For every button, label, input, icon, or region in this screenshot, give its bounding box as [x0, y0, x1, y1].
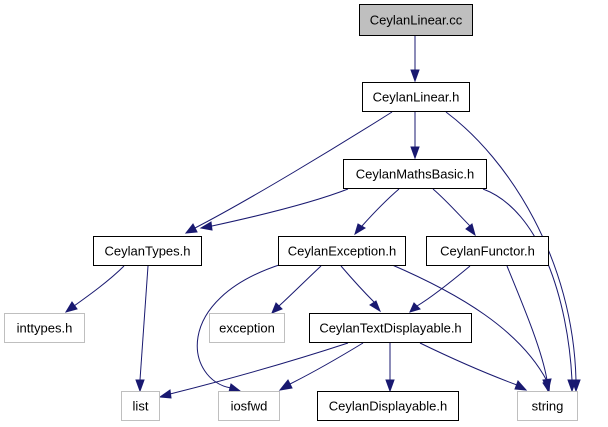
edge-line	[340, 265, 375, 303]
node-label: CeylanTextDisplayable.h	[319, 321, 461, 336]
arrowhead	[199, 221, 213, 231]
edge-line	[169, 342, 349, 395]
node-box	[209, 313, 285, 343]
edge-ceylan-types-h-to-list	[135, 265, 149, 393]
node-box	[317, 391, 459, 421]
node-label: CeylanTypes.h	[105, 244, 191, 259]
edge-line	[506, 265, 548, 381]
node-ceylan-text-displayable-h[interactable]: CeylanTextDisplayable.h	[309, 313, 472, 343]
arrowhead	[271, 302, 283, 314]
edge-ceylan-functor-h-to-ceylan-text-displayable-h	[409, 265, 471, 313]
edge-ceylan-exception-h-to-exception	[271, 265, 322, 314]
edge-ceylan-text-displayable-h-to-ceylan-displayable-h	[385, 343, 395, 393]
edge-line	[278, 265, 322, 307]
node-box	[121, 391, 160, 421]
edge-line	[139, 265, 149, 381]
node-box	[309, 313, 472, 343]
node-list: list	[121, 391, 160, 421]
node-ceylan-linear-cc[interactable]: CeylanLinear.cc	[359, 4, 473, 36]
node-iosfwd: iosfwd	[218, 391, 280, 421]
nodes-layer: CeylanLinear.ccCeylanLinear.hCeylanMaths…	[4, 4, 578, 421]
node-box	[278, 236, 406, 266]
edge-line	[445, 111, 577, 381]
node-ceylan-maths-basic-h[interactable]: CeylanMathsBasic.h	[343, 159, 487, 189]
edge-line	[73, 265, 125, 307]
node-label: string	[532, 399, 564, 414]
edge-ceylan-text-displayable-h-to-list	[158, 342, 349, 399]
arrowhead	[64, 301, 78, 313]
node-label: iosfwd	[231, 399, 268, 414]
arrowhead	[369, 300, 382, 313]
node-string: string	[517, 391, 578, 421]
edge-ceylan-text-displayable-h-to-iosfwd	[278, 342, 364, 391]
arrowhead	[410, 146, 420, 160]
node-ceylan-types-h[interactable]: CeylanTypes.h	[93, 236, 202, 266]
node-box	[517, 391, 578, 421]
node-ceylan-displayable-h[interactable]: CeylanDisplayable.h	[317, 391, 459, 421]
node-box	[343, 159, 487, 189]
node-ceylan-linear-h[interactable]: CeylanLinear.h	[362, 82, 470, 112]
edge-line	[416, 265, 471, 307]
node-box	[362, 82, 470, 112]
edge-line	[432, 188, 471, 227]
node-ceylan-exception-h[interactable]: CeylanException.h	[278, 236, 406, 266]
arrowhead	[542, 378, 552, 393]
node-box	[218, 391, 280, 421]
edges-layer	[64, 36, 581, 399]
node-box	[4, 313, 85, 343]
node-label: CeylanMathsBasic.h	[356, 167, 475, 182]
edge-line	[482, 188, 573, 381]
edge-line	[289, 342, 364, 385]
edge-line	[211, 188, 349, 227]
edge-ceylan-text-displayable-h-to-string	[419, 342, 528, 391]
edge-line	[194, 111, 393, 229]
arrowhead	[385, 379, 395, 393]
edge-line	[361, 188, 400, 227]
node-box	[359, 4, 473, 36]
node-exception: exception	[209, 313, 285, 343]
edge-line	[389, 263, 548, 382]
node-box	[93, 236, 202, 266]
edge-line	[419, 342, 518, 386]
arrowhead	[158, 389, 172, 399]
node-label: CeylanDisplayable.h	[329, 399, 448, 414]
node-box	[426, 236, 549, 266]
arrowhead	[514, 380, 528, 391]
node-ceylan-functor-h[interactable]: CeylanFunctor.h	[426, 236, 549, 266]
arrowhead	[410, 69, 420, 83]
node-label: CeylanFunctor.h	[440, 244, 535, 259]
arrowhead	[228, 383, 242, 393]
edge-ceylan-linear-h-to-ceylan-maths-basic-h	[410, 112, 420, 160]
node-inttypes-h: inttypes.h	[4, 313, 85, 343]
node-label: inttypes.h	[17, 321, 73, 336]
node-label: list	[133, 399, 149, 414]
arrowhead	[184, 223, 198, 234]
edge-ceylan-maths-basic-h-to-ceylan-types-h	[199, 188, 349, 231]
arrowhead	[567, 379, 577, 393]
arrowhead	[135, 379, 145, 393]
edge-ceylan-types-h-to-inttypes-h	[64, 265, 125, 313]
edge-ceylan-linear-h-to-ceylan-types-h	[184, 111, 393, 234]
node-label: exception	[219, 321, 275, 336]
arrowhead	[465, 223, 476, 237]
arrowhead	[409, 302, 421, 313]
edge-ceylan-exception-h-to-ceylan-text-displayable-h	[340, 265, 382, 313]
node-label: CeylanException.h	[288, 244, 396, 259]
arrowhead	[278, 379, 293, 391]
node-label: CeylanLinear.cc	[370, 13, 463, 28]
node-label: CeylanLinear.h	[373, 90, 460, 105]
edge-ceylan-maths-basic-h-to-ceylan-exception-h	[354, 188, 400, 236]
edge-ceylan-functor-h-to-string	[506, 265, 552, 393]
arrowhead	[354, 223, 366, 236]
edge-ceylan-linear-cc-to-ceylan-linear-h	[410, 36, 420, 83]
edge-ceylan-maths-basic-h-to-ceylan-functor-h	[432, 188, 476, 237]
